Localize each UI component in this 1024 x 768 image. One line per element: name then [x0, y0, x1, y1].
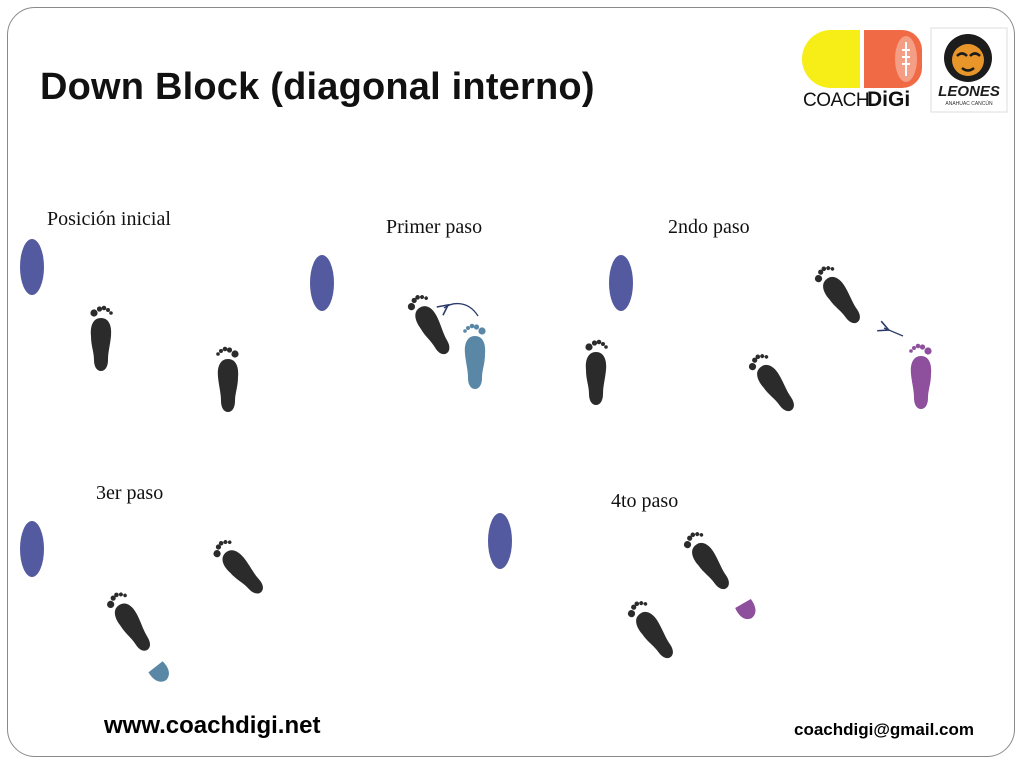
- coachdigi-logo: COACH DiGi: [802, 30, 922, 111]
- left-footprint-stepped: [624, 596, 681, 664]
- coachdigi-logo-digi: DiGi: [867, 88, 910, 111]
- toe-pivot-second-color: [735, 598, 760, 623]
- left-footprint-stepped: [745, 349, 802, 417]
- football-icon: [802, 30, 922, 88]
- stage-label-initial: Posición inicial: [47, 208, 171, 230]
- left-footprint: [585, 339, 608, 405]
- left-footprint-stepped: [103, 588, 158, 656]
- slide-title: Down Block (diagonal interno): [40, 66, 595, 108]
- stage-label-second-step: 2ndo paso: [668, 216, 750, 238]
- logo-group: COACH DiGi LEONES ANAHUAC CANCÚN: [802, 27, 1008, 113]
- footer-email: coachdigi@gmail.com: [794, 720, 975, 739]
- left-footprint: [90, 305, 113, 371]
- right-footprint-first-step: [463, 323, 486, 389]
- step-arrow-icon: [884, 328, 904, 337]
- leones-logo-subtext: ANAHUAC CANCÚN: [945, 100, 993, 107]
- right-footprint-second-step: [909, 343, 932, 409]
- stage-label-third-step: 3er paso: [96, 482, 164, 504]
- right-footprint-stepped: [209, 535, 270, 600]
- slide-frame: [7, 7, 1015, 757]
- leones-logo: LEONES ANAHUAC CANCÚN: [930, 27, 1008, 113]
- toe-pivot-first-color: [148, 661, 174, 686]
- ball-marker: [609, 255, 633, 311]
- right-footprint-stepped: [811, 261, 868, 329]
- ball-marker: [20, 521, 44, 577]
- coachdigi-logo-coach: COACH: [803, 90, 869, 111]
- stage-label-first-step: Primer paso: [386, 216, 483, 238]
- right-footprint-stepped: [680, 527, 737, 595]
- ball-marker: [310, 255, 334, 311]
- footer-website: www.coachdigi.net: [104, 712, 321, 739]
- right-footprint: [216, 346, 239, 412]
- ball-marker: [488, 513, 512, 569]
- stage-label-fourth-step: 4to paso: [611, 490, 679, 512]
- left-footprint: [404, 290, 457, 359]
- ball-marker: [20, 239, 44, 295]
- leones-logo-text: LEONES: [938, 83, 1000, 100]
- lion-head-icon: [944, 34, 992, 82]
- step-arrow-icon: [444, 303, 479, 317]
